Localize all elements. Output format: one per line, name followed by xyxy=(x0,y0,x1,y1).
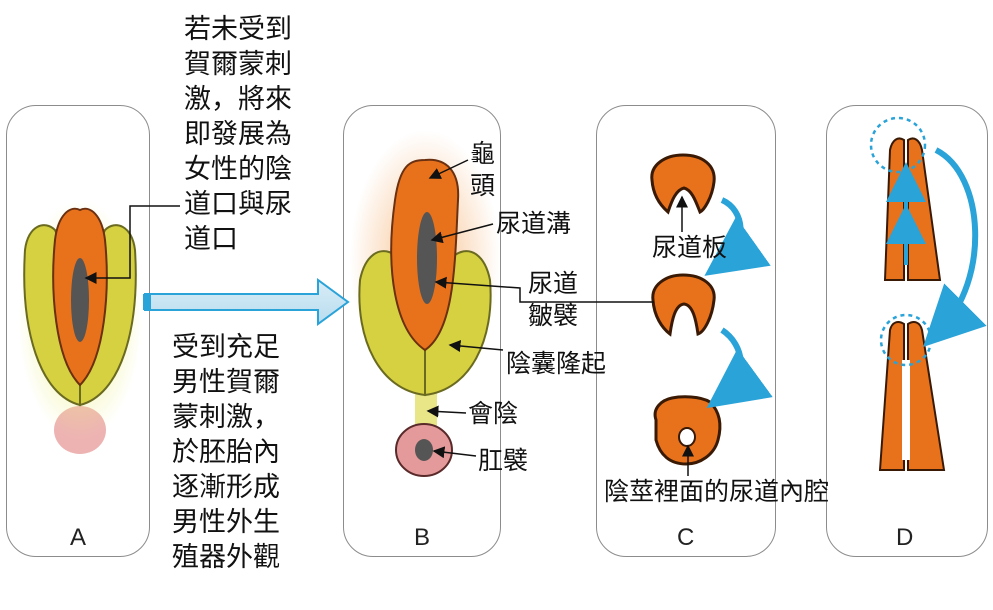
label-anal-fold: 肛襞 xyxy=(478,446,529,475)
label-perineum: 會陰 xyxy=(468,399,519,428)
figure-a xyxy=(18,200,142,454)
leader-lines xyxy=(84,159,694,476)
panel-b xyxy=(343,105,501,557)
label-glans: 龜 頭 xyxy=(470,139,496,200)
figure-c xyxy=(650,153,773,466)
panel-c xyxy=(596,105,776,557)
label-urethral-plate: 尿道板 xyxy=(652,233,728,262)
label-urethral-groove: 尿道溝 xyxy=(496,209,572,238)
female-note: 若未受到 賀爾蒙刺 激，將來 即發展為 女性的陰 道口與尿 道口 xyxy=(184,14,292,255)
figure-d xyxy=(869,116,987,471)
panel-label-b: B xyxy=(414,524,431,551)
panel-label-a: A xyxy=(70,524,87,551)
panel-label-d: D xyxy=(896,524,914,551)
label-labioscrotal-swelling: 陰囊隆起 xyxy=(506,349,607,378)
male-note: 受到充足 男性賀爾 蒙刺激， 於胚胎內 逐漸形成 男性外生 殖器外觀 xyxy=(172,332,280,573)
label-urethral-folds: 尿道 皺襞 xyxy=(528,269,579,330)
label-urethral-lumen: 陰莖裡面的尿道內腔 xyxy=(604,477,830,506)
figure-b xyxy=(350,130,500,477)
transition-arrow-icon xyxy=(144,278,350,326)
panel-d xyxy=(826,105,988,557)
panel-label-c: C xyxy=(677,524,695,551)
panel-a xyxy=(6,105,150,557)
